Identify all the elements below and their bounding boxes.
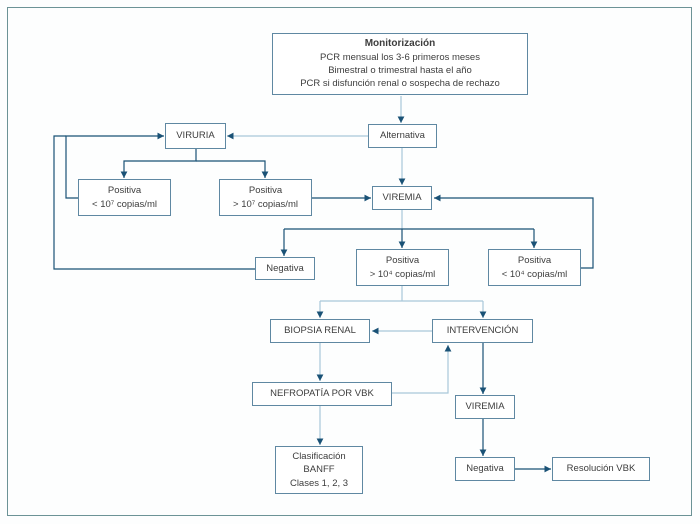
- node-resolucion: Resolución VBK: [552, 457, 650, 481]
- node-viremia1-line-0: VIREMIA: [382, 192, 422, 204]
- node-biopsia: BIOPSIA RENAL: [270, 319, 370, 343]
- node-pos_gt7-line-0: Positiva: [248, 185, 283, 197]
- arrowhead-biopsia-nefropatia: [316, 374, 324, 381]
- arrowhead-pos_lt4-viremia1: [434, 194, 441, 202]
- arrowhead-viruria-pos_gt7: [261, 171, 269, 178]
- node-clasificacion-line-2: Clases 1, 2, 3: [289, 477, 349, 489]
- arrowhead-monitorizacion-alternativa: [397, 116, 405, 123]
- node-nefropatia: NEFROPATÍA POR VBK: [252, 382, 392, 406]
- node-negativa2-line-0: Negativa: [466, 463, 504, 475]
- edge-viruria-pos_lt7: [123, 149, 197, 178]
- arrowhead-nefropatia-intervencion: [444, 345, 452, 352]
- node-monitorizacion-line-1: Bimestral o trimestral hasta el año: [328, 65, 472, 77]
- node-pos_lt7-line-0: Positiva: [107, 185, 142, 197]
- node-monitorizacion-line-2: PCR si disfunción renal o sospecha de re…: [300, 78, 500, 90]
- node-pos_gt4: Positiva> 10⁴ copias/ml: [356, 249, 449, 286]
- node-viremia1: VIREMIA: [372, 186, 432, 210]
- node-monitorizacion-title: Monitorización: [364, 38, 436, 50]
- arrowhead-negativa2-resolucion: [544, 465, 551, 473]
- arrowhead-viruria-pos_lt7: [120, 171, 128, 178]
- arrowhead-viremia1-negativa1: [280, 249, 288, 256]
- node-monitorizacion-line-0: PCR mensual los 3-6 primeros meses: [320, 52, 480, 64]
- node-pos_lt7: Positiva< 10⁷ copias/ml: [78, 179, 171, 216]
- edge-negativa1-viruria: [53, 135, 255, 270]
- edge-viruria-pos_gt7: [196, 160, 266, 178]
- node-resolucion-line-0: Resolución VBK: [566, 463, 636, 475]
- node-pos_gt7: Positiva> 10⁷ copias/ml: [219, 179, 312, 216]
- arrowhead-pos_lt7-viruria: [157, 132, 164, 140]
- node-viruria-line-0: VIRURIA: [176, 130, 215, 142]
- arrowhead-intervencion-viremia2: [479, 387, 487, 394]
- node-viremia2: VIREMIA: [455, 395, 515, 419]
- arrowhead-viremia1-pos_gt4: [398, 241, 406, 248]
- node-pos_lt4-line-0: Positiva: [517, 255, 552, 267]
- node-intervencion-line-0: INTERVENCIÓN: [446, 325, 519, 337]
- arrowhead-nefropatia-clasificacion: [316, 438, 324, 445]
- node-pos_lt4-line-1: < 10⁴ copias/ml: [501, 268, 568, 280]
- node-alternativa: Alternativa: [368, 124, 437, 148]
- edge-nefropatia-intervencion: [392, 345, 449, 394]
- node-pos_gt7-line-1: > 10⁷ copias/ml: [233, 198, 298, 210]
- node-viremia2-line-0: VIREMIA: [465, 401, 505, 413]
- node-pos_lt7-line-1: < 10⁷ copias/ml: [92, 198, 157, 210]
- node-viruria: VIRURIA: [165, 123, 226, 149]
- node-negativa1: Negativa: [255, 257, 315, 280]
- arrowhead-pos_gt7-viremia1: [364, 194, 371, 202]
- arrowhead-viremia2-negativa2: [479, 449, 487, 456]
- arrowhead-viremia1-pos_lt4: [530, 241, 538, 248]
- node-intervencion: INTERVENCIÓN: [432, 319, 533, 343]
- node-clasificacion-line-0: Clasificación: [292, 451, 346, 463]
- arrowhead-pos_gt4-intervencion: [479, 311, 487, 318]
- node-nefropatia-line-0: NEFROPATÍA POR VBK: [270, 388, 374, 400]
- arrowhead-alternativa-viremia1: [398, 178, 406, 185]
- node-pos_gt4-line-0: Positiva: [385, 255, 420, 267]
- arrowhead-intervencion-biopsia: [372, 327, 379, 335]
- edge-pos_lt7-viruria: [65, 135, 164, 199]
- node-biopsia-line-0: BIOPSIA RENAL: [284, 325, 356, 337]
- arrowhead-pos_gt4-biopsia: [316, 311, 324, 318]
- arrowhead-alternativa-viruria: [227, 132, 234, 140]
- node-pos_gt4-line-1: > 10⁴ copias/ml: [369, 268, 436, 280]
- node-alternativa-line-0: Alternativa: [380, 130, 425, 142]
- node-clasificacion-line-1: BANFF: [303, 464, 335, 476]
- node-negativa1-line-0: Negativa: [266, 262, 304, 274]
- node-pos_lt4: Positiva< 10⁴ copias/ml: [488, 249, 581, 286]
- node-negativa2: Negativa: [455, 457, 515, 481]
- edge-pos_lt4-viremia1: [434, 197, 594, 269]
